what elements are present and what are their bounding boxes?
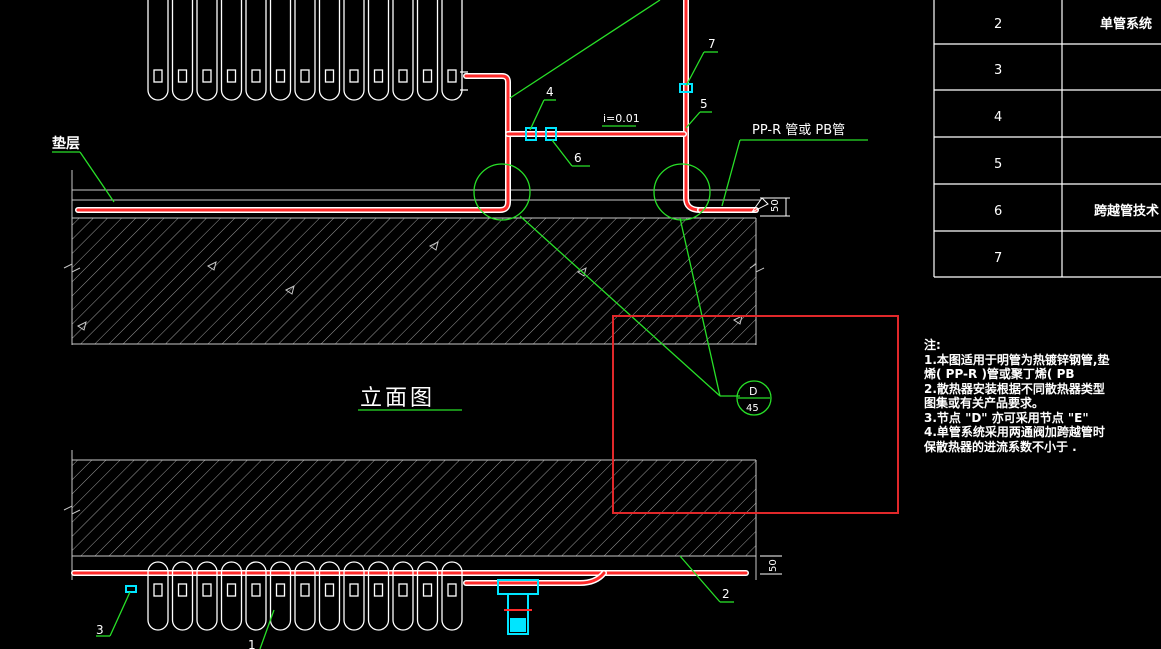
notes-line: 烯( PP-R )管或聚丁烯( PB bbox=[924, 367, 1075, 381]
upper-radiator-fin-window bbox=[422, 69, 433, 83]
view-title: 立面图 bbox=[360, 386, 435, 411]
lower-radiator-fin-window bbox=[349, 583, 359, 597]
lower-radiator-fin-window bbox=[398, 583, 408, 597]
pipe-material-label: PP-R 管或 PB管 bbox=[752, 123, 845, 138]
upper-radiator-fin-window bbox=[398, 69, 408, 83]
lower-radiator-fin bbox=[416, 561, 439, 631]
lower-radiator-fin bbox=[441, 561, 463, 631]
lower-radiator-fin bbox=[269, 561, 292, 631]
upper-radiator bbox=[147, 0, 468, 101]
upper-radiator-fin-window bbox=[275, 69, 286, 83]
notes-line: 保散热器的进流系数不小于 . bbox=[924, 439, 1077, 454]
upper-radiator-fin-window bbox=[324, 69, 335, 83]
lower-radiator-fin bbox=[367, 561, 390, 631]
upper-radiator-fin-window bbox=[300, 69, 310, 83]
lower-radiator-fin-window bbox=[202, 583, 212, 597]
lower-radiator-fin-window bbox=[422, 583, 433, 597]
upper-radiator-fin bbox=[441, 0, 463, 101]
lower-radiator-fin bbox=[171, 561, 194, 631]
lower-radiator-fin bbox=[196, 561, 218, 631]
lower-radiator-fin-window bbox=[324, 583, 335, 597]
selection-rectangle[interactable] bbox=[612, 315, 899, 514]
upper-radiator-fin-window bbox=[153, 69, 163, 83]
detail-callout-bottom: 45 bbox=[746, 403, 759, 414]
lower-radiator bbox=[147, 561, 463, 631]
notes-block: 注: 1.本图适用于明管为热镀锌钢管,垫 烯( PP-R )管或聚丁烯( PB … bbox=[924, 338, 1109, 454]
upper-radiator-fin-window bbox=[202, 69, 212, 83]
legend-table-rows: 2 单管系统 3 4 5 6 跨越管技术 7 bbox=[994, 16, 1159, 266]
lower-radiator-fin-window bbox=[275, 583, 286, 597]
leader-label-3: 3 bbox=[96, 623, 104, 637]
valves bbox=[125, 83, 693, 635]
lower-radiator-fin bbox=[220, 561, 243, 631]
lower-radiator-fin-window bbox=[373, 583, 384, 597]
detail-callout-top: D bbox=[749, 385, 757, 398]
upper-radiator-fin-window bbox=[447, 69, 457, 83]
lower-radiator-fin bbox=[294, 561, 316, 631]
table-row-number: 2 bbox=[994, 17, 1002, 32]
table-row-name: 单管系统 bbox=[1100, 16, 1152, 32]
notes-line: 图集或有关产品要求。 bbox=[924, 396, 1045, 410]
lower-radiator-fin bbox=[318, 561, 341, 631]
dimension-right-top: 50 bbox=[770, 199, 781, 212]
upper-radiator-fin bbox=[269, 0, 292, 101]
upper-radiator-fin bbox=[416, 0, 439, 101]
leader-label-5: 5 bbox=[700, 97, 708, 111]
upper-radiator-fin-window bbox=[177, 69, 188, 83]
lower-radiator-fin-window bbox=[226, 583, 237, 597]
upper-radiator-fin bbox=[294, 0, 316, 101]
table-row-number: 5 bbox=[994, 157, 1002, 172]
upper-radiator-fin bbox=[147, 0, 169, 101]
lower-radiator-fin-window bbox=[447, 583, 457, 597]
lower-radiator-fin-window bbox=[300, 583, 310, 597]
upper-radiator-fin bbox=[392, 0, 414, 101]
upper-radiator-fin bbox=[220, 0, 243, 101]
notes-line: 4.单管系统采用两通阀加跨越管时 bbox=[924, 425, 1105, 439]
lower-radiator-fin-window bbox=[153, 583, 163, 597]
leader-label-6: 6 bbox=[574, 151, 582, 165]
slope-label: i=0.01 bbox=[603, 112, 640, 125]
upper-radiator-fin-window bbox=[349, 69, 359, 83]
dimension-marks bbox=[751, 197, 790, 575]
lower-floor-slab bbox=[63, 450, 757, 580]
lower-radiator-fin bbox=[245, 561, 267, 631]
lower-radiator-fin-window bbox=[177, 583, 188, 597]
upper-radiator-fin bbox=[171, 0, 194, 101]
upper-radiator-fin-window bbox=[226, 69, 237, 83]
dimension-right-bottom: 50 bbox=[768, 559, 779, 572]
lower-radiator-fin bbox=[392, 561, 414, 631]
detail-leaders bbox=[52, 0, 868, 649]
upper-radiator-fin bbox=[343, 0, 365, 101]
leader-label-2: 2 bbox=[722, 587, 730, 601]
leader-label-7: 7 bbox=[708, 37, 716, 51]
upper-radiator-fin bbox=[318, 0, 341, 101]
table-row-name: 跨越管技术 bbox=[1094, 203, 1159, 219]
table-row-number: 7 bbox=[994, 251, 1002, 266]
lower-radiator-fin bbox=[147, 561, 169, 631]
notes-line: 1.本图适用于明管为热镀锌钢管,垫 bbox=[924, 352, 1110, 367]
leader-label-1: 1 bbox=[248, 638, 256, 649]
pipes bbox=[71, 0, 759, 586]
lower-radiator-fin bbox=[343, 561, 365, 631]
table-row-number: 4 bbox=[994, 110, 1002, 125]
upper-radiator-fin bbox=[367, 0, 390, 101]
notes-heading: 注: bbox=[924, 338, 941, 352]
table-row-number: 6 bbox=[994, 204, 1002, 219]
upper-floor-slab bbox=[63, 170, 765, 345]
notes-line: 2.散热器安装根据不同散热器类型 bbox=[924, 381, 1105, 396]
upper-radiator-fin-window bbox=[373, 69, 384, 83]
legend-table bbox=[933, 0, 1161, 278]
upper-radiator-connector bbox=[460, 71, 468, 91]
upper-radiator-fin-window bbox=[251, 69, 261, 83]
leader-label-4: 4 bbox=[546, 85, 554, 99]
lower-radiator-fin-window bbox=[251, 583, 261, 597]
notes-line: 3.节点 "D" 亦可采用节点 "E" bbox=[924, 410, 1089, 425]
layer-label: 垫层 bbox=[52, 135, 80, 152]
upper-radiator-fin bbox=[245, 0, 267, 101]
table-row-number: 3 bbox=[994, 63, 1002, 78]
upper-radiator-fin bbox=[196, 0, 218, 101]
